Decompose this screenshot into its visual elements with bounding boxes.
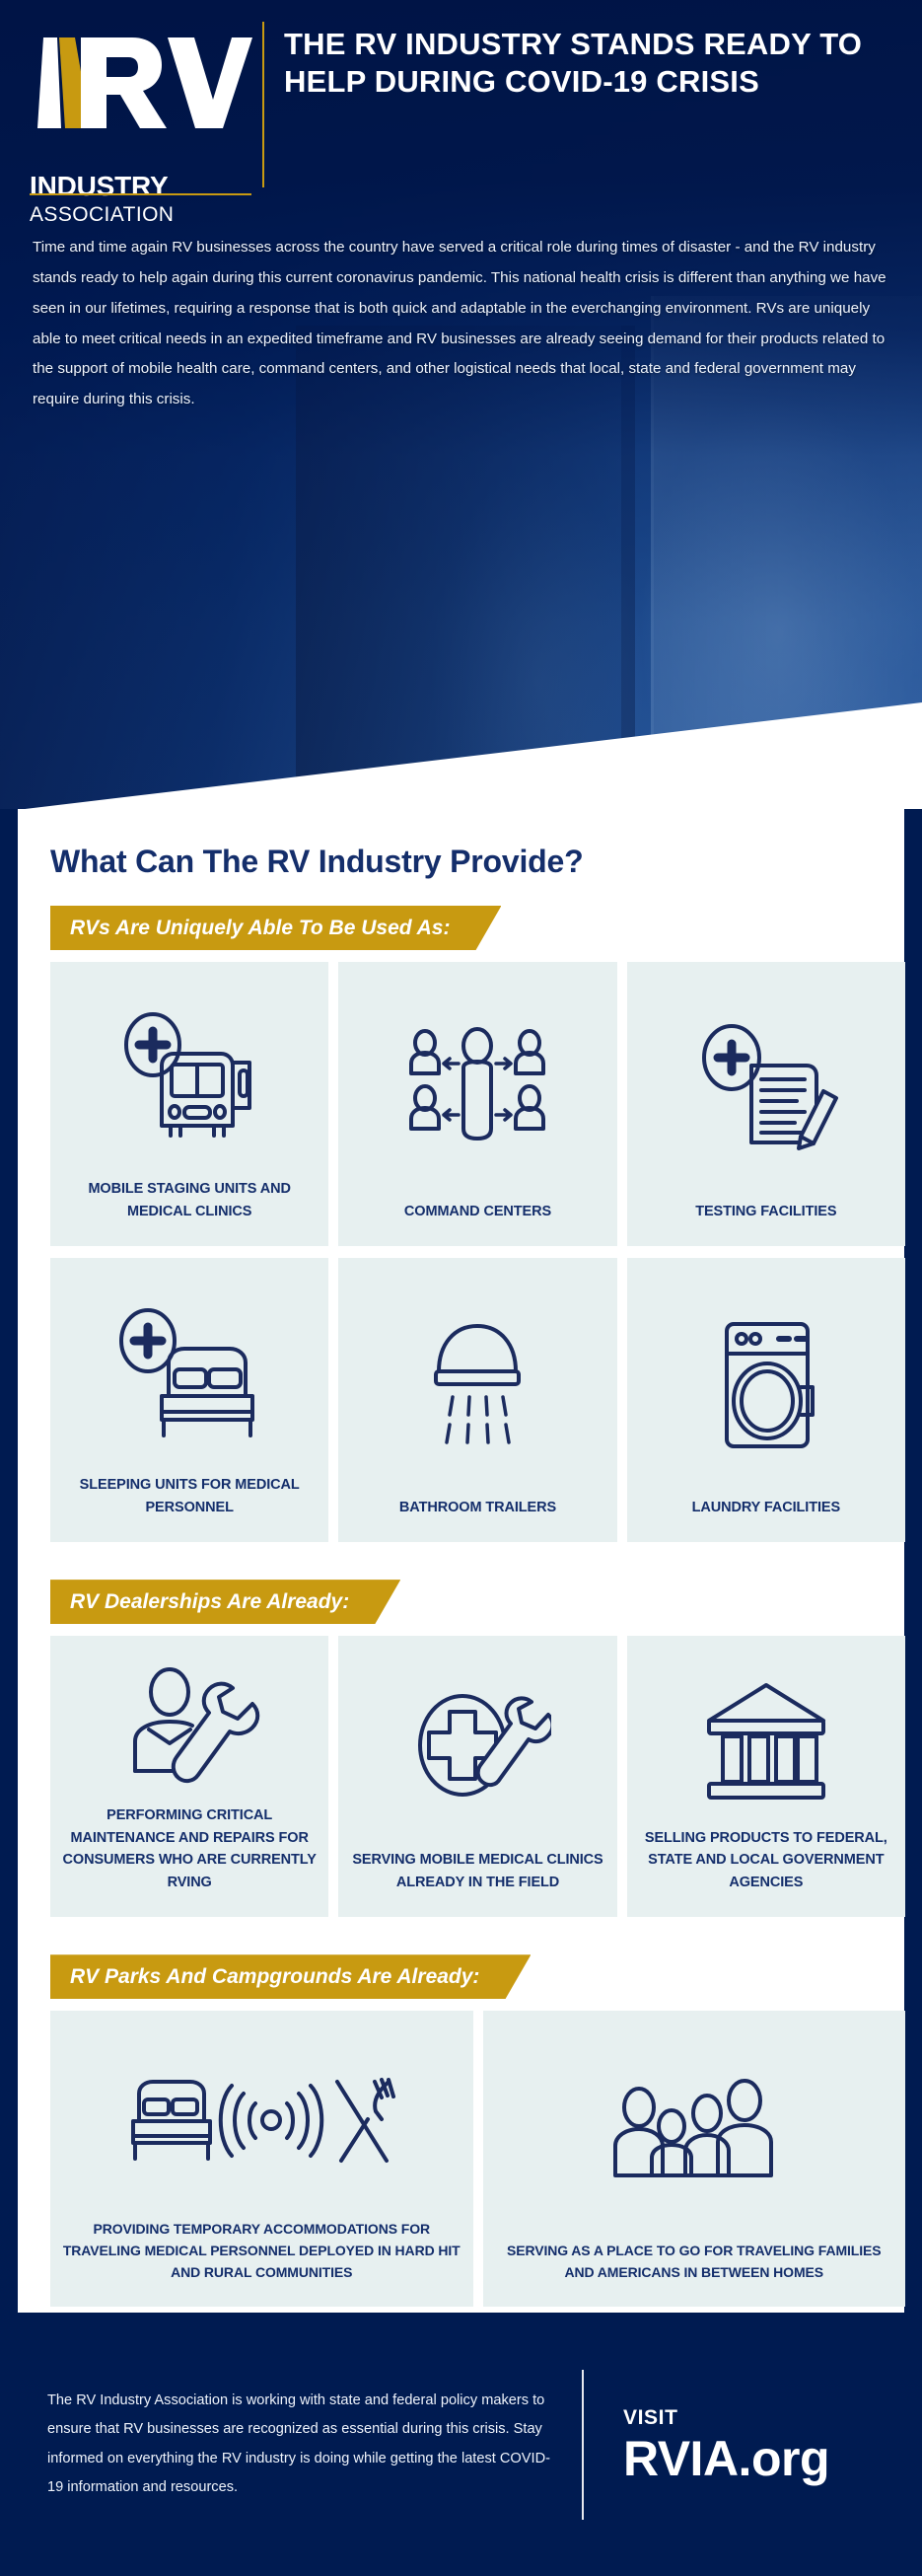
footer-section: The RV Industry Association is working w… <box>0 2313 922 2576</box>
card-label: TESTING FACILITIES <box>695 1203 837 1219</box>
logo-industry-wordmark: INDUSTRY <box>30 173 169 200</box>
card-label: PROVIDING TEMPORARY ACCOMMODATIONS FOR T… <box>62 2221 461 2280</box>
logo-association-wordmark: ASSOCIATION <box>30 203 174 226</box>
card-label: BATHROOM TRAILERS <box>398 1499 557 1515</box>
card-selling-products-government[interactable]: SELLING PRODUCTS TO FEDERAL, STATE AND L… <box>626 1636 905 1918</box>
card-row-uses-2: SLEEPING UNITS FOR MEDICAL PERSONNEL <box>50 1258 905 1543</box>
card-providing-temporary-accommodations[interactable]: PROVIDING TEMPORARY ACCOMMODATIONS FOR T… <box>50 2011 473 2308</box>
family-group-icon <box>495 2036 894 2231</box>
hero-body-paragraph: Time and time again RV businesses across… <box>33 239 887 408</box>
ribbon-rv-dealerships: RV Dealerships Are Already: <box>50 1580 400 1624</box>
card-label: SELLING PRODUCTS TO FEDERAL, STATE AND L… <box>644 1829 887 1890</box>
footer-website-url[interactable]: RVIA.org <box>623 2430 830 2486</box>
header-gold-horizontal-divider <box>30 193 251 195</box>
header-gold-vertical-divider <box>262 22 264 187</box>
medical-cross-wrench-icon <box>350 1661 604 1839</box>
main-panel: What Can The RV Industry Provide? RVs Ar… <box>0 809 922 2313</box>
card-row-dealerships: PERFORMING CRITICAL MAINTENANCE AND REPA… <box>50 1636 905 1918</box>
hero-section: INDUSTRY ASSOCIATION THE RV INDUSTRY STA… <box>0 0 922 829</box>
card-command-centers[interactable]: COMMAND CENTERS <box>338 962 617 1247</box>
card-label: LAUNDRY FACILITIES <box>691 1499 841 1515</box>
hero-title: THE RV INDUSTRY STANDS READY TO HELP DUR… <box>284 27 863 100</box>
footer-visit-label: VISIT <box>623 2405 678 2429</box>
card-row-uses-1: MOBILE STAGING UNITS AND MEDICAL CLINICS <box>50 962 905 1247</box>
card-sleeping-units[interactable]: SLEEPING UNITS FOR MEDICAL PERSONNEL <box>50 1258 329 1543</box>
header-bar: INDUSTRY ASSOCIATION THE RV INDUSTRY STA… <box>0 0 922 226</box>
card-label: PERFORMING CRITICAL MAINTENANCE AND REPA… <box>62 1807 317 1890</box>
page-title: What Can The RV Industry Provide? <box>50 844 584 879</box>
clipboard-medical-icon <box>639 988 893 1191</box>
card-label: COMMAND CENTERS <box>403 1203 552 1219</box>
card-label: SERVING AS A PLACE TO GO FOR TRAVELING F… <box>506 2242 882 2280</box>
government-building-icon <box>639 1661 893 1817</box>
card-testing-facilities[interactable]: TESTING FACILITIES <box>626 962 905 1247</box>
logo-mark-icon <box>37 37 252 128</box>
footer-divider <box>582 2369 584 2520</box>
svg-text:ASSOCIATION: ASSOCIATION <box>30 203 174 226</box>
card-row-parks: PROVIDING TEMPORARY ACCOMMODATIONS FOR T… <box>50 2011 905 2308</box>
card-label: SERVING MOBILE MEDICAL CLINICS ALREADY I… <box>352 1852 603 1890</box>
shower-icon <box>350 1284 604 1487</box>
card-serving-mobile-clinics[interactable]: SERVING MOBILE MEDICAL CLINICS ALREADY I… <box>338 1636 617 1918</box>
svg-text:INDUSTRY: INDUSTRY <box>30 173 169 200</box>
card-label: SLEEPING UNITS FOR MEDICAL PERSONNEL <box>79 1477 300 1515</box>
command-center-people-icon <box>350 988 604 1191</box>
footer-paragraph: The RV Industry Association is working w… <box>47 2392 550 2495</box>
washing-machine-icon <box>639 1284 893 1487</box>
ribbon-rv-parks-campgrounds: RV Parks And Campgrounds Are Already: <box>50 1954 531 1999</box>
card-performing-maintenance[interactable]: PERFORMING CRITICAL MAINTENANCE AND REPA… <box>50 1636 329 1918</box>
technician-wrench-icon <box>62 1661 317 1795</box>
rv-industry-association-logo[interactable]: INDUSTRY ASSOCIATION <box>0 0 254 226</box>
card-serving-place-to-go[interactable]: SERVING AS A PLACE TO GO FOR TRAVELING F… <box>482 2011 905 2308</box>
card-laundry-facilities[interactable]: LAUNDRY FACILITIES <box>626 1258 905 1543</box>
card-bathroom-trailers[interactable]: BATHROOM TRAILERS <box>338 1258 617 1543</box>
hero-blue-tint-overlay <box>0 0 922 829</box>
bed-wifi-dining-icon <box>62 2036 461 2209</box>
card-mobile-staging-units[interactable]: MOBILE STAGING UNITS AND MEDICAL CLINICS <box>50 962 329 1247</box>
rv-bus-medical-icon <box>62 988 317 1168</box>
card-label: MOBILE STAGING UNITS AND MEDICAL CLINICS <box>88 1181 291 1219</box>
bed-medical-icon <box>62 1284 317 1464</box>
footer-cta[interactable]: VISIT RVIA.org <box>623 2405 830 2486</box>
ribbon-rvs-uniquely-able: RVs Are Uniquely Able To Be Used As: <box>50 906 501 950</box>
